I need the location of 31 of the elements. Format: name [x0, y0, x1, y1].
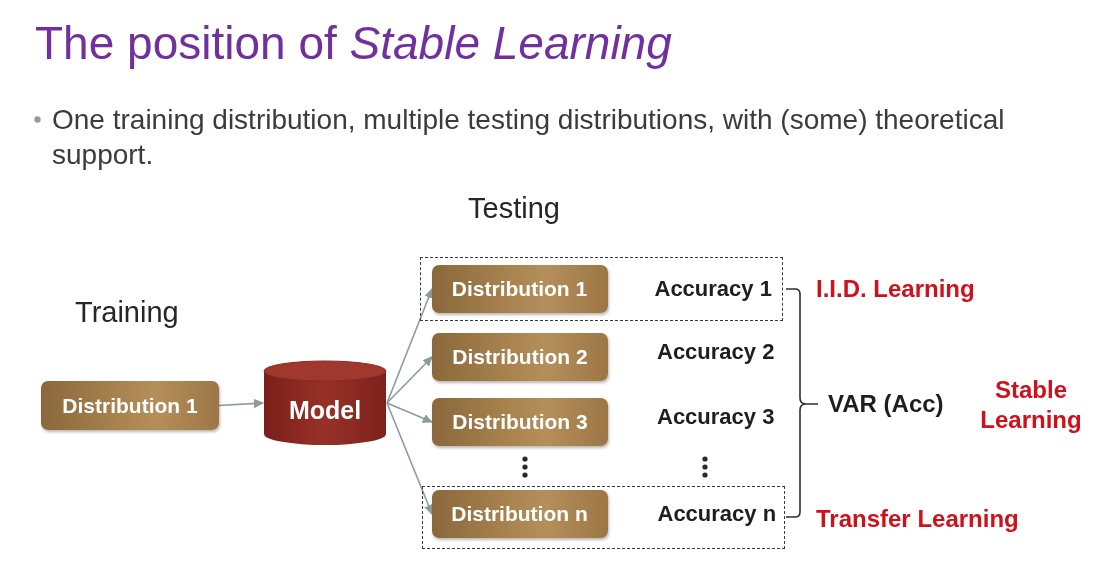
model-cylinder — [263, 360, 387, 446]
variance-label: VAR (Acc) — [828, 390, 944, 418]
accuracy-label: Accuracy 3 — [657, 404, 775, 430]
box-label: Distribution 2 — [452, 344, 588, 370]
cylinder-label: Model — [288, 395, 362, 425]
slide-title: The position of Stable Learning — [35, 16, 672, 70]
distribution-box — [432, 398, 608, 446]
section-heading: Training — [75, 296, 179, 328]
section-heading: Testing — [468, 192, 560, 224]
arrow — [386, 402, 433, 423]
arrow — [386, 288, 433, 404]
arrow — [218, 399, 264, 408]
arrow — [386, 356, 433, 404]
dashed-group-box — [422, 486, 785, 549]
distribution-box — [41, 381, 219, 430]
arrow — [386, 402, 433, 515]
distribution-box — [432, 333, 608, 381]
accuracy-label: Accuracy 1 — [654, 275, 772, 302]
distribution-box — [431, 264, 608, 313]
category-label: Stable Learning — [979, 375, 1083, 435]
bullet-text: One training distribution, multiple testing distributions, with (some) theoretical support. — [52, 103, 1006, 172]
accuracy-label: Accuracy 2 — [657, 339, 775, 365]
accuracy-label: Accuracy n — [657, 500, 777, 527]
box-label: Distribution 1 — [451, 275, 588, 302]
box-label: Distribution 1 — [62, 392, 198, 419]
dashed-group-box — [420, 257, 783, 321]
distribution-box — [431, 489, 608, 538]
box-label: Distribution n — [451, 500, 588, 527]
category-label: Transfer Learning — [816, 504, 1019, 533]
category-label: I.I.D. Learning — [816, 274, 975, 303]
box-label: Distribution 3 — [452, 409, 588, 435]
